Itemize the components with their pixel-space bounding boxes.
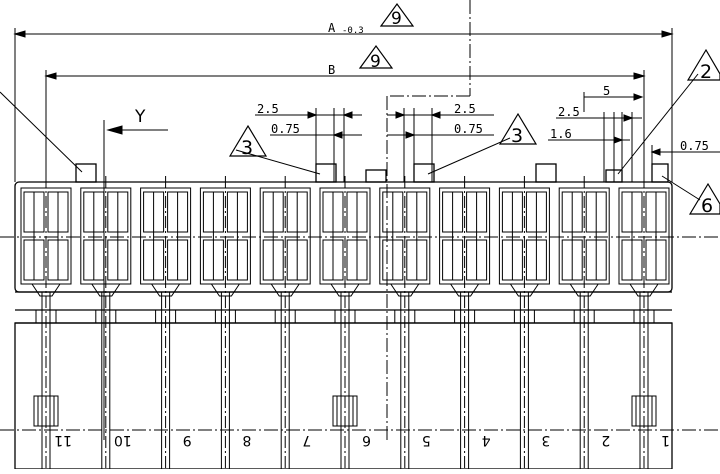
- pin: [460, 176, 470, 469]
- pin-number-4: 4: [482, 432, 491, 448]
- cavity: [259, 187, 311, 324]
- pin: [101, 176, 111, 469]
- dim-5: 5: [603, 84, 610, 98]
- pin-number-3: 3: [541, 432, 550, 448]
- cavity: [140, 187, 192, 324]
- note-triangle-3-mid: 3: [498, 112, 538, 147]
- pin: [400, 176, 410, 469]
- note-3-left-text: 3: [241, 137, 253, 159]
- dim-a-label: A: [328, 21, 336, 35]
- pin: [579, 176, 589, 469]
- dim-2-5-mid: 2.5: [454, 102, 476, 116]
- cavity: [618, 187, 670, 324]
- dim-2-5-right: 2.5: [558, 105, 580, 119]
- pin-number-11: 11: [54, 432, 72, 448]
- dim-1-6: 1.6: [550, 127, 572, 141]
- pin-number-10: 10: [114, 432, 132, 448]
- pin-number-7: 7: [302, 432, 311, 448]
- dim-2-5-left: 2.5: [257, 102, 279, 116]
- pin: [33, 176, 59, 469]
- note-2-text: 2: [700, 61, 712, 83]
- note-triangle-2: 2: [686, 48, 720, 83]
- pin-group: 11 10 9 8 7 6 5 4 3 2 1: [33, 176, 670, 469]
- note-6-text: 6: [701, 195, 713, 217]
- dim-b-label: B: [328, 63, 335, 77]
- pin: [280, 176, 290, 469]
- dim-a-tolerance: -0.3: [342, 26, 364, 36]
- dim-0-75-mid: 0.75: [454, 122, 483, 136]
- pin-number-8: 8: [242, 432, 251, 448]
- note-9-b-text: 9: [370, 52, 381, 72]
- pin: [161, 176, 171, 469]
- pin-number-2: 2: [601, 432, 610, 448]
- dim-0-75-right: 0.75: [680, 139, 709, 153]
- cavity: [498, 187, 550, 324]
- view-label-y: Y: [134, 107, 146, 127]
- note-3-mid-text: 3: [511, 125, 523, 147]
- dim-0-75-left: 0.75: [271, 122, 300, 136]
- note-triangle-6: 6: [688, 182, 720, 217]
- note-triangle-3-left: 3: [228, 124, 268, 159]
- pin-number-6: 6: [362, 432, 371, 448]
- pin: [332, 176, 358, 469]
- pin-number-5: 5: [422, 432, 431, 448]
- pin-number-1: 1: [661, 432, 670, 448]
- note-triangle-9-top: 9: [379, 2, 415, 29]
- pin: [631, 176, 657, 469]
- pin: [519, 176, 529, 469]
- pin-number-9: 9: [183, 432, 192, 448]
- note-triangle-9-b: 9: [358, 44, 394, 72]
- note-9-top-text: 9: [391, 9, 402, 29]
- pin: [220, 176, 230, 469]
